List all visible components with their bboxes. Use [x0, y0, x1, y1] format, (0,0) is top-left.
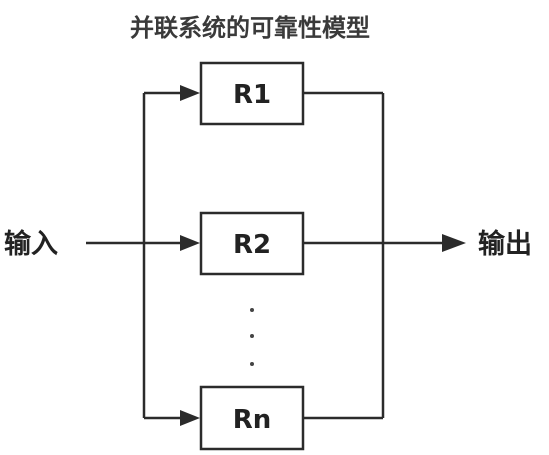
block-rn-box: [199, 385, 305, 451]
ellipsis-dot: [250, 362, 254, 366]
block-r1-label: R1: [233, 80, 271, 110]
output-arrowhead: [442, 234, 466, 252]
output-bus: [303, 91, 466, 420]
block-rn-label: Rn: [233, 405, 272, 435]
ellipsis-dot: [250, 308, 254, 312]
input-bus: [86, 85, 200, 426]
output-label: 输出: [478, 228, 532, 260]
block-r1: R1: [199, 61, 305, 126]
block-r2-label: R2: [233, 230, 271, 260]
input-label: 输入: [4, 228, 58, 260]
arrowhead-rn: [180, 410, 200, 426]
diagram-title: 并联系统的可靠性模型: [130, 14, 370, 42]
ellipsis-dots: [250, 308, 254, 366]
ellipsis-dot: [250, 334, 254, 338]
block-rn: Rn: [199, 385, 305, 451]
block-r2: R2: [199, 211, 305, 276]
arrowhead-r2: [180, 235, 200, 251]
arrowhead-r1: [180, 85, 200, 101]
